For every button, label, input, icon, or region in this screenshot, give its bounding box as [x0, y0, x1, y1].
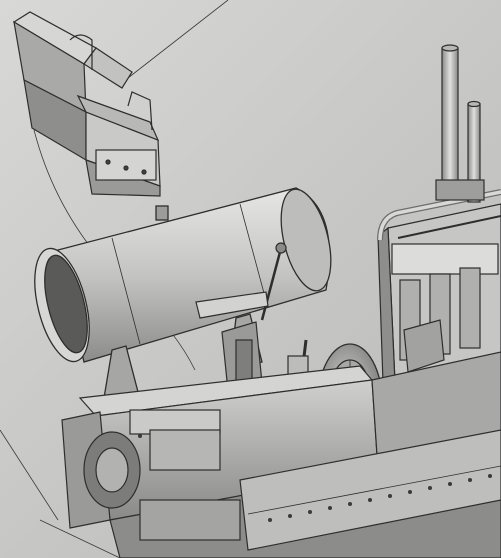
- tractor-frame: [61, 351, 501, 558]
- engine-block: [377, 189, 501, 414]
- exhaust-stacks: [435, 44, 485, 203]
- cylindrical-tank: [34, 187, 332, 399]
- seat-assembly: [12, 11, 161, 197]
